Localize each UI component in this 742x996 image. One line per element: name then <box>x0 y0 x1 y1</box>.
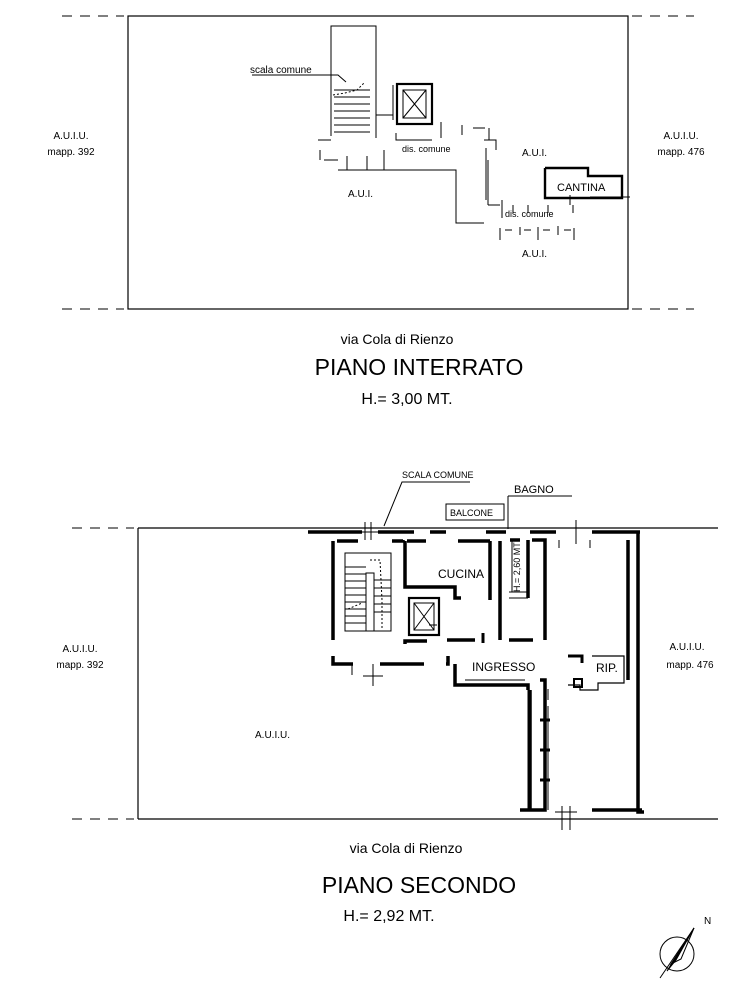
basement-right-neighbor-1: A.U.I.U. <box>663 131 698 142</box>
auiu-center-label: A.U.I.U. <box>255 730 290 741</box>
dis-comune-label-2: dis. comune <box>505 209 554 219</box>
scala-comune-leader <box>252 74 347 83</box>
rip-label: RIP. <box>596 661 618 675</box>
balcone-label: BALCONE <box>450 508 493 518</box>
cantina-room <box>543 166 624 200</box>
ingresso-corridor-ticks <box>481 633 550 782</box>
second-stair <box>344 552 392 632</box>
basement-left-neighbor-2: mapp. 392 <box>47 147 95 158</box>
second-left-neighbor-2: mapp. 392 <box>56 660 104 671</box>
second-elevator <box>407 596 441 637</box>
second-title: PIANO SECONDO <box>322 872 516 898</box>
scala-comune-label: scala comune <box>250 65 312 76</box>
rip-room <box>568 654 625 691</box>
second-dashed-lines <box>72 527 134 820</box>
basement-street: via Cola di Rienzo <box>341 331 454 347</box>
basement-stair <box>318 25 394 141</box>
basement-dashed-lines <box>62 15 694 310</box>
bagno-height-label: H.= 2,60 MT <box>512 542 522 592</box>
basement-plan: A.U.I.U. mapp. 392 A.U.I.U. mapp. 476 sc… <box>47 15 705 408</box>
ingresso-label: INGRESSO <box>472 660 535 674</box>
cucina-label: CUCINA <box>438 567 484 581</box>
basement-elevator <box>395 82 434 126</box>
second-building-walls <box>308 530 644 814</box>
second-right-neighbor-2: mapp. 476 <box>666 660 714 671</box>
basement-height: H.= 3,00 MT. <box>361 391 452 408</box>
dis-comune-label-1: dis. comune <box>402 144 451 154</box>
scala-comune-label-upper: SCALA COMUNE <box>402 470 474 480</box>
basement-left-neighbor-1: A.U.I.U. <box>53 131 88 142</box>
second-floor-plan: A.U.I.U. mapp. 392 A.U.I.U. mapp. 476 SC… <box>56 470 718 925</box>
second-interior-lines <box>351 520 591 830</box>
basement-right-neighbor-2: mapp. 476 <box>657 147 705 158</box>
cantina-label: CANTINA <box>557 182 606 194</box>
aui-label-1: A.U.I. <box>522 148 547 159</box>
north-label: N <box>704 916 711 927</box>
second-height: H.= 2,92 MT. <box>343 908 434 925</box>
basement-lot-outline <box>127 15 629 310</box>
north-arrow <box>659 927 695 979</box>
bagno-dimension <box>509 541 528 599</box>
basement-corridor-walls <box>319 122 630 240</box>
aui-label-2: A.U.I. <box>348 189 373 200</box>
basement-title: PIANO INTERRATO <box>315 354 524 380</box>
bagno-label: BAGNO <box>514 484 554 496</box>
aui-label-3: A.U.I. <box>522 249 547 260</box>
second-street: via Cola di Rienzo <box>350 840 463 856</box>
second-leader-lines <box>383 481 572 529</box>
second-lot-outline <box>137 527 718 820</box>
second-left-neighbor-1: A.U.I.U. <box>62 644 97 655</box>
second-right-neighbor-1: A.U.I.U. <box>669 642 704 653</box>
